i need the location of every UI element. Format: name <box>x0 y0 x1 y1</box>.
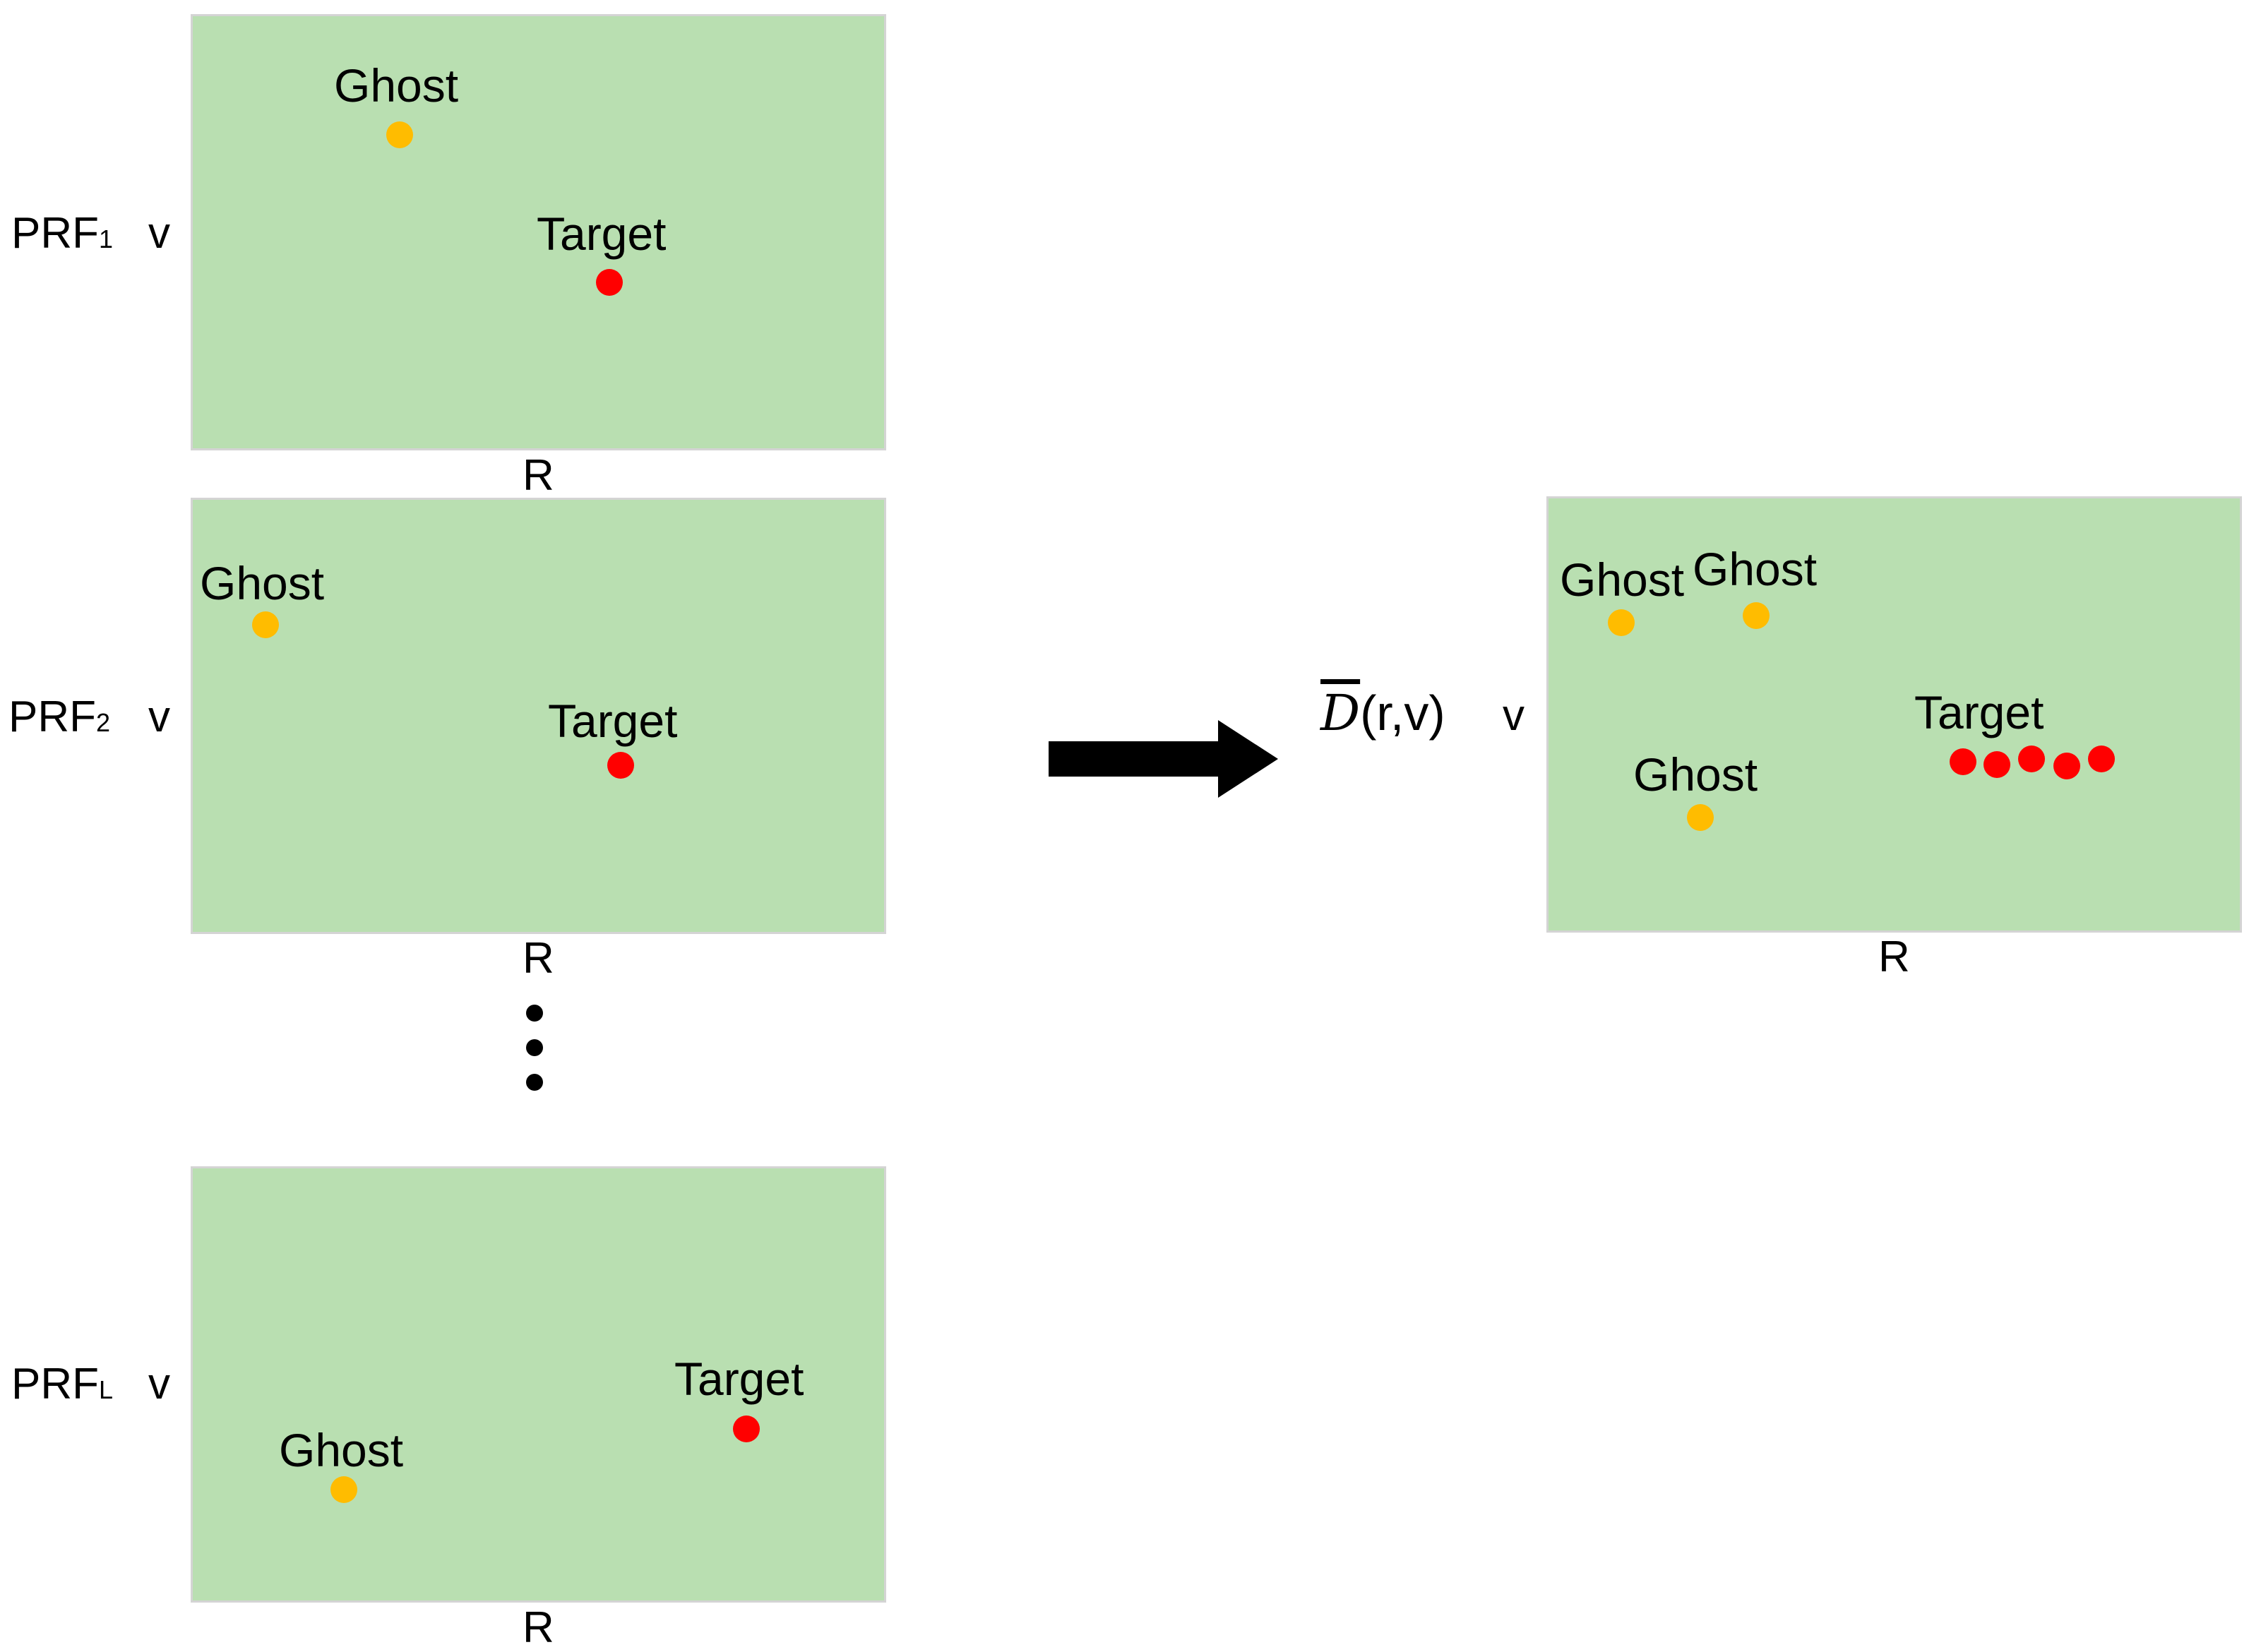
y-axis-label-prfl: v <box>148 1360 170 1408</box>
target-label: Target <box>548 695 678 747</box>
target-marker-3 <box>2018 746 2045 772</box>
row-label-prf2: PRF2 <box>8 695 110 739</box>
ghost-label-3: Ghost <box>1633 748 1758 801</box>
row-label-subscript: 2 <box>96 708 111 737</box>
row-label-text: PRF <box>11 209 99 258</box>
ghost-label: Ghost <box>279 1424 404 1476</box>
target-marker-2 <box>1983 751 2010 778</box>
x-axis-label-result: R <box>1878 933 1910 981</box>
panel-prf1: Ghost Target <box>191 14 886 450</box>
panel-result: Ghost Ghost Ghost Target <box>1546 496 2242 933</box>
y-axis-label-result: v <box>1503 691 1525 740</box>
ghost-marker-2 <box>1743 602 1770 629</box>
row-label-text: PRF <box>8 693 96 741</box>
result-formula: D(r,v) <box>1320 688 1445 738</box>
ghost-marker <box>330 1476 357 1503</box>
target-label: Target <box>674 1353 804 1405</box>
ghost-marker-1 <box>1608 609 1635 636</box>
row-label-subscript: 1 <box>99 225 114 253</box>
x-axis-label-prf1: R <box>523 451 554 500</box>
target-marker <box>733 1415 760 1442</box>
ghost-marker <box>386 121 413 148</box>
target-marker-5 <box>2088 746 2115 772</box>
x-axis-label-prf2: R <box>523 934 554 983</box>
row-label-prfl: PRFL <box>11 1363 113 1406</box>
ghost-marker <box>252 611 279 638</box>
formula-symbol: D <box>1320 684 1361 742</box>
ghost-label: Ghost <box>334 59 459 112</box>
y-axis-label-prf1: v <box>148 209 170 258</box>
ghost-marker-3 <box>1687 804 1714 831</box>
formula-args: (r,v) <box>1360 686 1445 741</box>
row-label-prf1: PRF1 <box>11 212 113 256</box>
target-marker-4 <box>2053 753 2080 779</box>
row-label-text: PRF <box>11 1360 99 1408</box>
target-label: Target <box>537 208 667 260</box>
target-marker <box>596 269 623 296</box>
right-arrow-icon <box>1049 720 1278 798</box>
target-label: Target <box>1914 686 2044 738</box>
target-marker <box>607 752 634 779</box>
y-axis-label-prf2: v <box>148 693 170 741</box>
panel-prfl: Ghost Target <box>191 1166 886 1603</box>
row-label-subscript: L <box>99 1375 114 1404</box>
ghost-label: Ghost <box>200 557 325 609</box>
ghost-label-2: Ghost <box>1693 543 1818 595</box>
ghost-label-1: Ghost <box>1560 553 1685 606</box>
x-axis-label-prfl: R <box>523 1603 554 1652</box>
target-marker-1 <box>1950 748 1976 775</box>
panel-prf2: Ghost Target <box>191 498 886 934</box>
